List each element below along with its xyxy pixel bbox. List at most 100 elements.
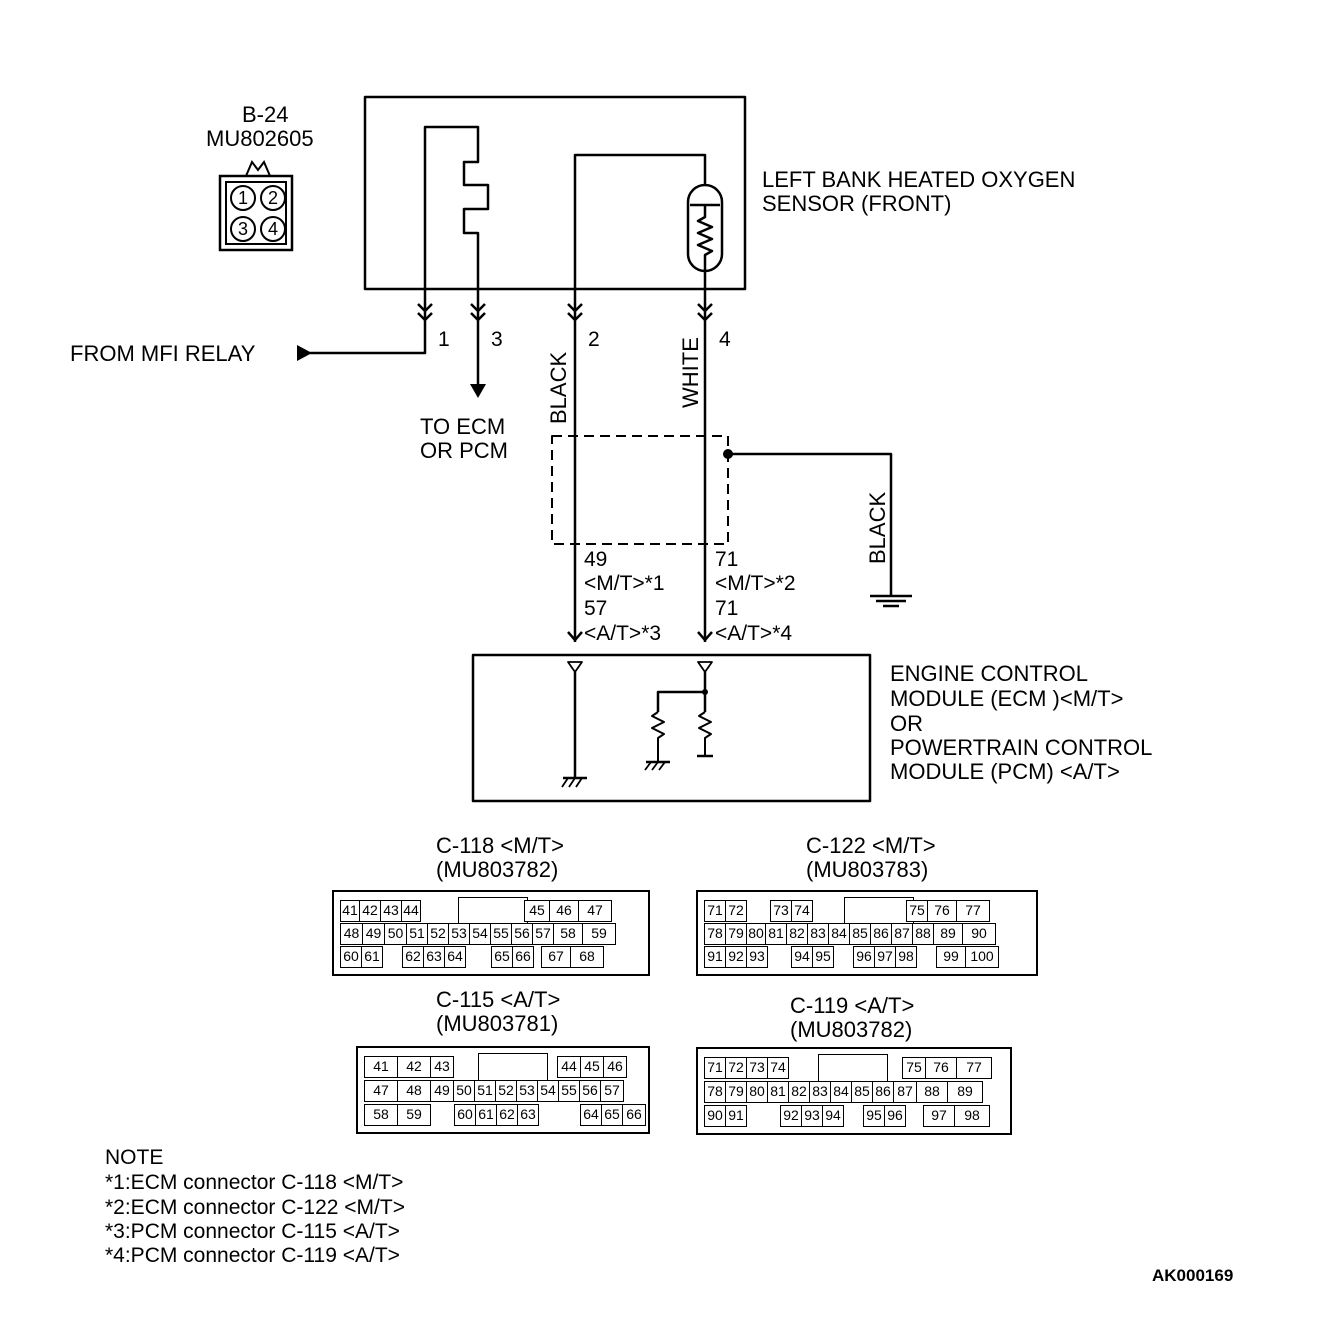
connector-cavity: 84	[828, 923, 850, 945]
connector-cavity-empty	[843, 1105, 863, 1127]
connector-cavity: 64	[444, 946, 466, 968]
connector-cavity: 57	[600, 1080, 624, 1102]
connector-cavity: 63	[423, 946, 445, 968]
connector-part: (MU803781)	[436, 1011, 559, 1036]
pin-number-3: 3	[491, 328, 503, 351]
connector-cavity: 42	[397, 1056, 431, 1078]
note-line-4: *4:PCM connector C-119 <A/T>	[105, 1244, 400, 1267]
connector-cavity: 62	[496, 1104, 518, 1126]
connector-cavity: 88	[916, 1081, 948, 1103]
connector-cavity: 89	[933, 923, 963, 945]
module-label-5: MODULE (PCM) <A/T>	[890, 759, 1120, 784]
terminal-left-3: 57	[584, 597, 608, 620]
wire-color-black: BLACK	[546, 351, 571, 424]
connector-cavity: 80	[746, 1081, 768, 1103]
connector-cavity: 86	[872, 1081, 894, 1103]
connector-cavity: 92	[725, 946, 747, 968]
connector-cavity-empty	[806, 1057, 880, 1079]
to-ecm-line1: TO ECM	[420, 414, 506, 439]
connector-cavity: 66	[622, 1104, 646, 1126]
connector-cavity: 62	[402, 946, 424, 968]
connector-cavity: 74	[791, 900, 813, 922]
connector-cavity: 43	[380, 900, 402, 922]
connector-cavity: 44	[557, 1056, 581, 1078]
connector-cavity: 43	[430, 1056, 454, 1078]
connector-cavity: 84	[830, 1081, 852, 1103]
connector-cavity: 71	[704, 900, 726, 922]
connector-cavity: 71	[704, 1057, 726, 1079]
connector-cavity-empty	[382, 946, 402, 968]
connector-cavity-empty	[537, 1056, 557, 1078]
connector-cavity: 94	[791, 946, 813, 968]
connector-cavity: 90	[962, 923, 996, 945]
connector-cavity-empty	[905, 1105, 923, 1127]
connector-cavity: 74	[767, 1057, 789, 1079]
connector-cavity: 61	[475, 1104, 497, 1126]
connector-cavity: 81	[767, 1081, 789, 1103]
connector-cavity-empty	[746, 1105, 780, 1127]
connector-cavity: 93	[746, 946, 768, 968]
connector-cavity: 56	[511, 923, 533, 945]
sensor-connector-part: MU802605	[206, 126, 314, 151]
connector-cavity: 41	[364, 1056, 398, 1078]
sensor-label-line1: LEFT BANK HEATED OXYGEN	[762, 167, 1076, 192]
connector-cavity: 73	[770, 900, 792, 922]
connector-cavity: 50	[453, 1080, 475, 1102]
connector-cavity: 75	[906, 900, 928, 922]
connector-cavity: 76	[927, 900, 957, 922]
from-relay-label: FROM MFI RELAY	[70, 341, 256, 366]
pin-number-2: 2	[588, 328, 600, 351]
connector-cavity-empty	[916, 946, 936, 968]
connector-cavity: 51	[406, 923, 428, 945]
connector-cavity: 100	[965, 946, 999, 968]
connector-cavity: 95	[863, 1105, 885, 1127]
pin-number-1: 1	[438, 328, 450, 351]
connector-cavity: 48	[397, 1080, 431, 1102]
connector-cavity: 91	[704, 946, 726, 968]
connector-cavity: 72	[725, 900, 747, 922]
connector-cavity: 88	[912, 923, 934, 945]
connector-cavity: 99	[936, 946, 966, 968]
connector-cavity-empty	[767, 946, 791, 968]
connector-cavity: 65	[491, 946, 513, 968]
wire-color-shield: BLACK	[865, 491, 890, 564]
connector-cavity-empty	[833, 946, 853, 968]
pin-number-4: 4	[719, 328, 731, 351]
connector-cavity: 41	[340, 900, 360, 922]
connector-cavity: 87	[891, 923, 913, 945]
sensor-label-line2: SENSOR (FRONT)	[762, 191, 952, 216]
sensor-connector-id: B-24	[242, 102, 289, 127]
connector-cavity: 80	[746, 923, 766, 945]
connector-cavity: 82	[786, 923, 808, 945]
connector-cavity: 83	[809, 1081, 831, 1103]
module-label-1: ENGINE CONTROL	[890, 661, 1089, 686]
connector-cavity: 77	[956, 900, 990, 922]
connector-cavity: 77	[956, 1057, 992, 1079]
connector-cavity: 97	[923, 1105, 955, 1127]
connector-part: (MU803782)	[436, 857, 559, 882]
connector-cavity: 72	[725, 1057, 747, 1079]
connector-part: (MU803783)	[806, 857, 929, 882]
module-label-4: POWERTRAIN CONTROL	[890, 735, 1153, 760]
connector-pin-1: 1	[230, 185, 256, 211]
connector-cavity: 87	[893, 1081, 917, 1103]
connector-cavity: 54	[469, 923, 491, 945]
terminal-left-4: <A/T>*3	[584, 622, 662, 645]
module-box	[471, 653, 872, 803]
connector-cavity-empty	[880, 1057, 902, 1079]
connector-cavity-empty	[812, 900, 906, 922]
connector-cavity: 78	[704, 1081, 726, 1103]
connector-cavity: 57	[532, 923, 554, 945]
connector-cavity: 52	[427, 923, 449, 945]
connector-part: (MU803782)	[790, 1017, 913, 1042]
connector-cavity-empty	[465, 946, 491, 968]
terminal-right-4: <A/T>*4	[715, 622, 793, 645]
connector-title: C-122 <M/T>	[806, 833, 936, 858]
connector-cavity: 91	[725, 1105, 747, 1127]
connector-cavity: 86	[870, 923, 892, 945]
module-label-2: MODULE (ECM )<M/T>	[890, 686, 1124, 711]
